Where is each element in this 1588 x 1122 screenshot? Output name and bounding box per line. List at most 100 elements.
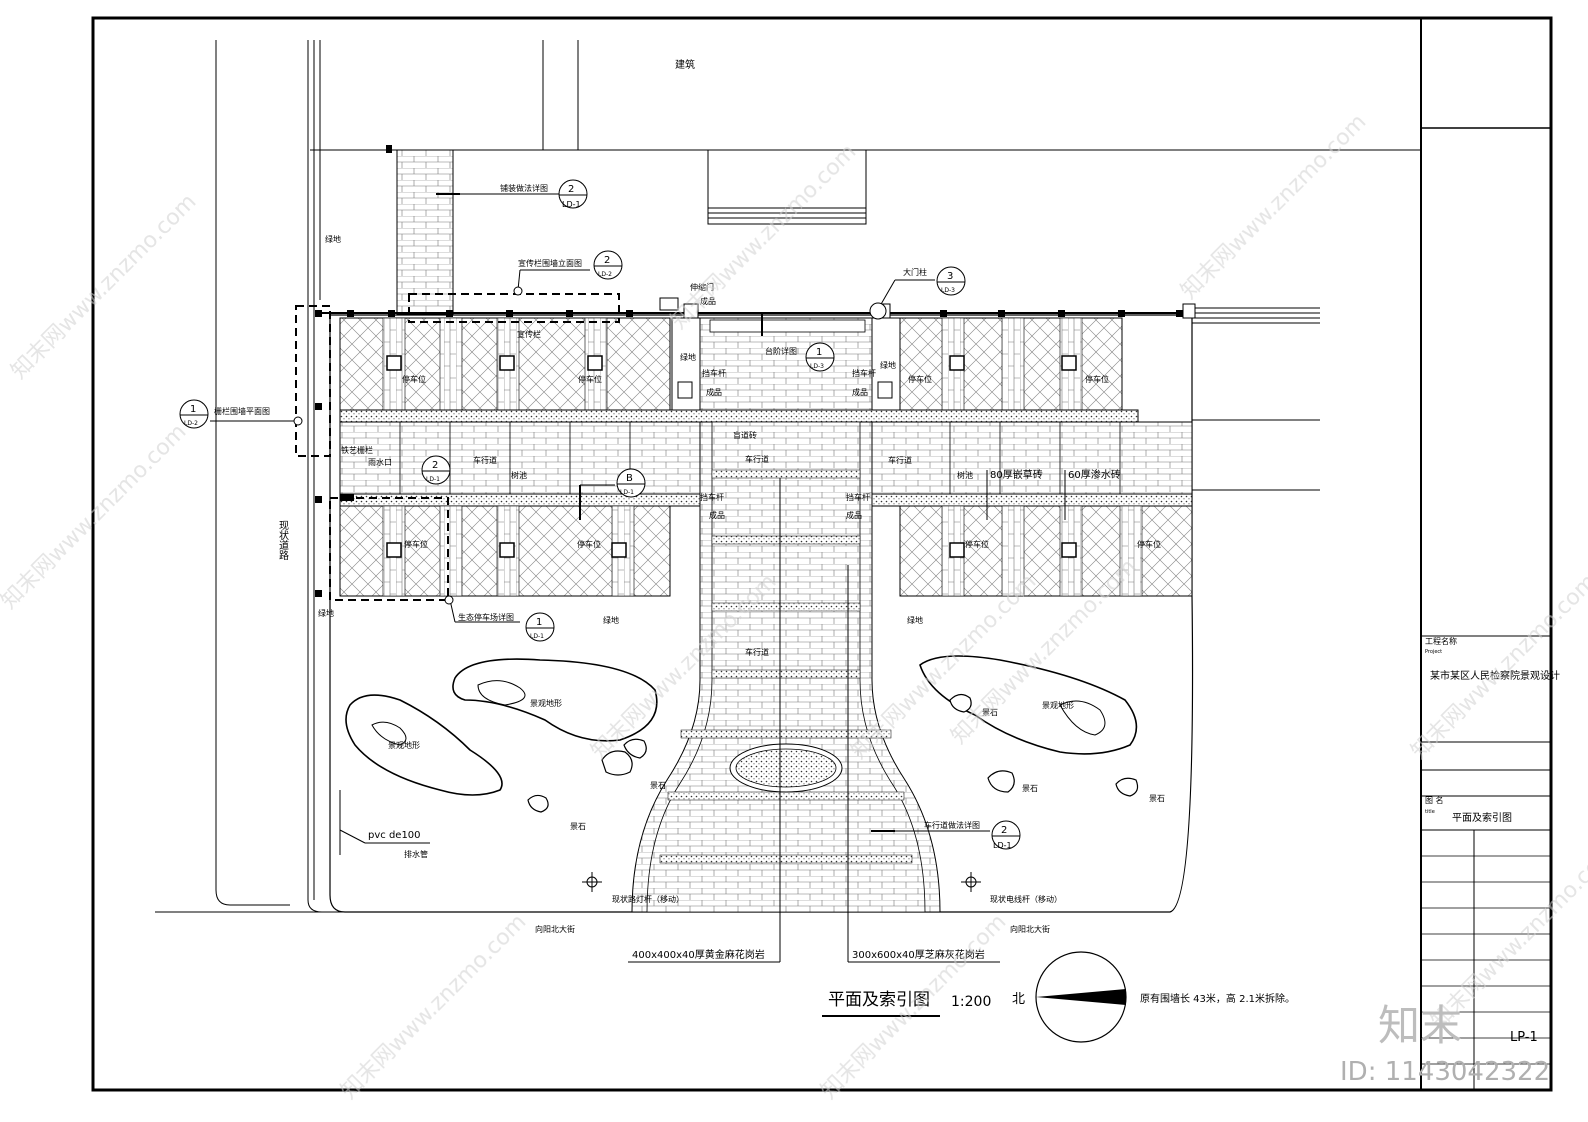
label-material-2: 300x600x40厚芝麻灰花岗岩	[852, 948, 985, 961]
callout-2-num: 2	[604, 255, 610, 266]
driveway-bands	[659, 469, 913, 864]
existing-road-lines	[155, 40, 579, 913]
callout-6-num: 2	[432, 460, 438, 471]
entrance-plaza	[699, 317, 873, 411]
label-parking-2: 停车位	[578, 374, 602, 384]
plan-note: 原有围墙长 43米，高 2.1米拆除。	[1140, 992, 1295, 1005]
north-label: 北	[1012, 992, 1025, 1007]
label-landform-3: 景观地形	[1042, 700, 1074, 710]
project-name-en: Project	[1425, 649, 1442, 655]
callout-5-text: 栅栏围墙平面图	[214, 406, 270, 416]
label-promo-board: 宣传栏	[517, 329, 541, 339]
watermark-id: ID: 1143042322	[1340, 1057, 1550, 1087]
sheet-number: LP-1	[1510, 1030, 1538, 1045]
label-green-a: 绿地	[325, 234, 341, 244]
label-rock-2: 景石	[570, 822, 586, 831]
drawing-name-label: 图 名	[1425, 795, 1444, 805]
callout-8-text: 生态停车场详图	[458, 612, 514, 622]
callout-texts: 铺装做法详图 2 LD-1 宣传栏围墙立面图 2 LD-2 大门柱 3 LD-3…	[184, 183, 1012, 850]
sheet-border	[91, 16, 1553, 1092]
label-barrier-4b: 成品	[846, 510, 862, 520]
label-parking-1: 停车位	[402, 374, 426, 384]
label-gate: 伸缩门	[690, 282, 714, 292]
project-name: 某市某区人民检察院景观设计	[1430, 669, 1560, 682]
callout-1-sheet: LD-1	[562, 200, 581, 209]
title-block: 工程名称 Project 某市某区人民检察院景观设计 图 名 title 平面及…	[1421, 127, 1560, 1090]
watermark-logo: 知末	[1378, 1001, 1462, 1050]
label-green-c: 绿地	[880, 360, 896, 370]
label-lamp-2: 现状电线杆（移动）	[990, 894, 1062, 904]
watermark-3: 知末网www.znzmo.com	[1177, 109, 1372, 304]
label-tree-pool-1: 树池	[511, 470, 527, 480]
drawing-name-en: title	[1425, 809, 1435, 815]
label-street-right: 向阳北大街	[1010, 924, 1050, 934]
callout-4-text: 台阶详图	[765, 346, 797, 356]
watermark-2: 知末网www.znzmo.com	[667, 139, 862, 334]
entrance-steps	[709, 319, 866, 333]
label-street-left: 向阳北大街	[535, 924, 575, 934]
label-parking-3: 停车位	[908, 374, 932, 384]
parking-stripes-south	[382, 505, 1143, 597]
project-name-label: 工程名称	[1425, 636, 1457, 646]
plan-scale: 1:200	[951, 994, 991, 1010]
callout-2-text: 宣传栏围墙立面图	[518, 258, 582, 268]
label-barrier-3b: 成品	[709, 510, 725, 520]
label-rock-5: 景石	[1149, 794, 1165, 803]
callout-6-sheet: LD-1	[426, 476, 440, 483]
label-barrier-2: 挡车杆	[852, 368, 876, 378]
callout-8-sheet: LD-1	[530, 633, 544, 640]
label-lane-3: 车行道	[888, 455, 912, 465]
callout-3-text: 大门柱	[903, 267, 927, 277]
label-barrier-1: 挡车杆	[702, 368, 726, 378]
label-barrier-4: 挡车杆	[846, 492, 870, 502]
watermark-1: 知末网www.znzmo.com	[7, 189, 202, 384]
label-gate-2: 成品	[700, 296, 716, 306]
label-material-1: 400x400x40厚黄金麻花岗岩	[632, 948, 765, 961]
label-green-f: 绿地	[907, 615, 923, 625]
label-parking-7: 停车位	[965, 539, 989, 549]
label-lane-4: 车行道	[745, 647, 769, 657]
callout-4-sheet: LD-3	[810, 363, 824, 370]
plan-title: 平面及索引图	[828, 990, 930, 1010]
label-pipe: pvc de100	[368, 830, 421, 841]
label-green-b: 绿地	[680, 352, 696, 362]
drawing-name: 平面及索引图	[1452, 811, 1512, 824]
callout-2-sheet: LD-2	[598, 271, 612, 278]
callout-5-num: 1	[190, 404, 196, 415]
label-parking-6: 停车位	[577, 539, 601, 549]
label-lamp-1: 现状路灯杆（移动）	[612, 894, 684, 904]
callout-7-num: B	[626, 473, 633, 484]
callout-5-sheet: LD-2	[184, 420, 198, 427]
callout-3-sheet: LD-3	[941, 287, 955, 294]
rocks	[527, 693, 1139, 813]
label-rock-1: 景石	[650, 781, 666, 790]
callout-9-text: 车行道做法详图	[924, 820, 980, 830]
watermark-9: 知末网www.znzmo.com	[337, 909, 532, 1104]
callout-9-num: 2	[1001, 825, 1007, 836]
callout-8-num: 1	[536, 617, 542, 628]
callout-7-sheet: LD-1	[620, 489, 634, 496]
label-green-e: 绿地	[603, 615, 619, 625]
label-parking-8: 停车位	[1137, 539, 1161, 549]
label-tree-pool-2: 树池	[957, 470, 973, 480]
leader-lines	[210, 193, 1066, 963]
label-existing-road: 现状道路	[277, 520, 289, 561]
label-permeable-brick: 60厚渗水砖	[1068, 468, 1121, 481]
label-pipe-2: 排水管	[404, 849, 428, 859]
blind-path-band	[339, 409, 1139, 423]
plan-labels: 建筑 绿地 绿地 绿地 绿地 绿地 绿地 向阳北大街 向阳北大街 现状道路 停车…	[277, 58, 1166, 961]
label-parking-5: 停车位	[404, 539, 428, 549]
landforms	[345, 655, 1138, 796]
label-barrier-2b: 成品	[852, 387, 868, 397]
label-green-d: 绿地	[318, 608, 334, 618]
label-blind-path: 盲道砖	[733, 430, 757, 440]
callout-9-sheet: LD-1	[993, 841, 1012, 850]
label-iron-fence: 铁艺栅栏	[341, 445, 373, 455]
lamp-post-symbols	[582, 872, 981, 892]
watermark-8: 知末网www.znzmo.com	[1407, 569, 1588, 764]
label-rain-inlet: 雨水口	[368, 457, 392, 467]
callout-3-num: 3	[947, 271, 953, 282]
building	[310, 149, 1421, 491]
drawing-title-group: 平面及索引图 1:200 北 原有围墙长 43米，高 2.1米拆除。	[822, 951, 1295, 1043]
